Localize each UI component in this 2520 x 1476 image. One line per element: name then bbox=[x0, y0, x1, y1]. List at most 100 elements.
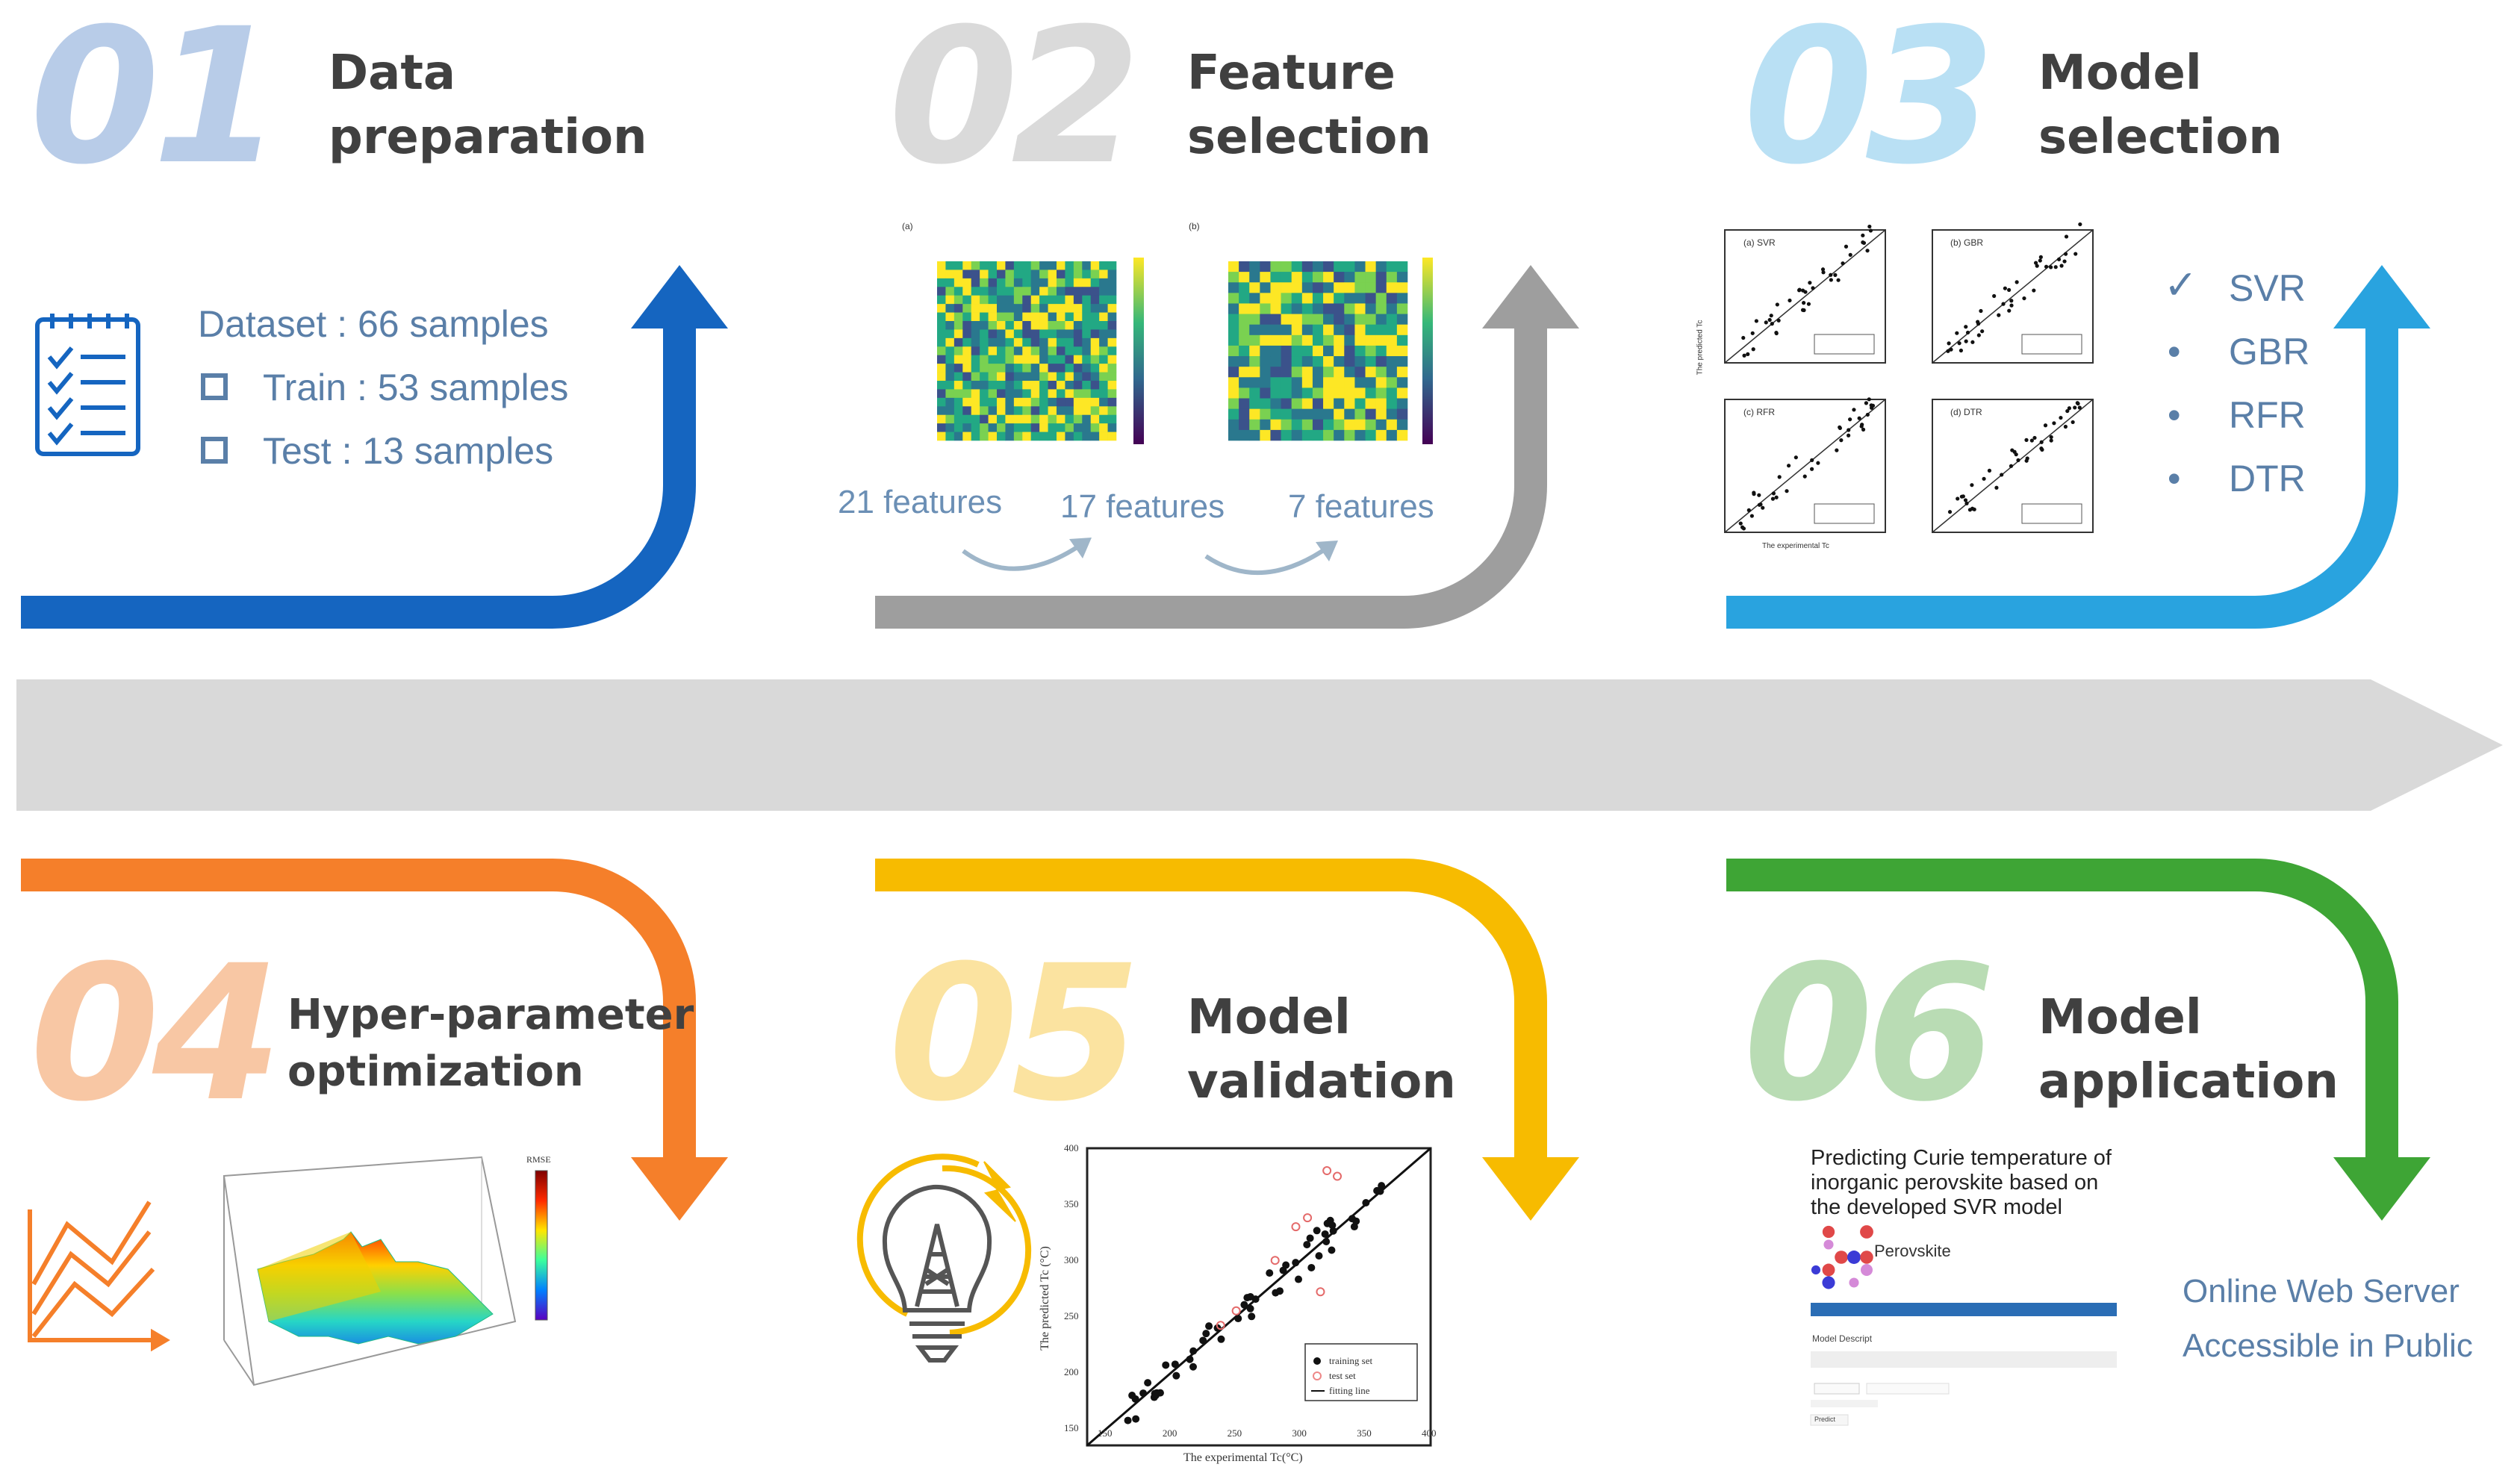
heatmap-cell bbox=[1270, 282, 1281, 293]
step4-title: Hyper-parameter optimization bbox=[287, 987, 694, 1100]
heatmap-cell bbox=[1013, 414, 1023, 424]
heatmap-cell bbox=[1312, 429, 1324, 441]
heatmap-cell bbox=[997, 321, 1006, 330]
heatmap-cell bbox=[1270, 367, 1281, 378]
heatmap-cell bbox=[1291, 387, 1303, 399]
heatmap-cell bbox=[1375, 408, 1387, 420]
heatmap-cell bbox=[1090, 397, 1100, 407]
model-plot-point bbox=[2003, 286, 2007, 290]
heatmap-cell bbox=[1030, 432, 1040, 441]
heatmap-cell bbox=[1270, 303, 1281, 314]
heatmap-cell bbox=[1065, 295, 1074, 305]
heatmap-cell bbox=[1239, 324, 1250, 336]
validation-xtick: 400 bbox=[1422, 1427, 1437, 1439]
heatmap-cell bbox=[1281, 261, 1292, 273]
heatmap-cell bbox=[980, 364, 989, 373]
heatmap-cell bbox=[1073, 414, 1083, 424]
heatmap-cell bbox=[1082, 355, 1092, 364]
heatmap-cell bbox=[1323, 387, 1334, 399]
heatmap-cell bbox=[1334, 419, 1345, 431]
heatmap-cell bbox=[1281, 345, 1292, 357]
heatmap-cell bbox=[1048, 261, 1057, 270]
heatmap-cell bbox=[988, 304, 998, 313]
heatmap-cell bbox=[1039, 321, 1048, 330]
heatmap-cell bbox=[1013, 389, 1023, 399]
heatmap-cell bbox=[1228, 367, 1239, 378]
heatmap-cell bbox=[1228, 408, 1239, 420]
model-plot-point bbox=[2039, 446, 2044, 451]
heatmap-cell bbox=[1396, 334, 1408, 346]
heatmap-cell bbox=[945, 414, 955, 424]
heatmap-cell bbox=[971, 372, 980, 382]
heatmap-cell bbox=[997, 364, 1006, 373]
heatmap-cell bbox=[1239, 261, 1250, 273]
heatmap-cell bbox=[1039, 381, 1048, 390]
heatmap-cell bbox=[1030, 278, 1040, 287]
heatmap-cell bbox=[945, 364, 955, 373]
model-plot-point bbox=[2077, 405, 2082, 410]
heatmap-cell bbox=[1065, 337, 1074, 347]
model-plot-point bbox=[1820, 267, 1826, 272]
training-point bbox=[1292, 1259, 1300, 1267]
heatmap-cell bbox=[1301, 429, 1313, 441]
heatmap-cell bbox=[1239, 419, 1250, 431]
heatmap-cell bbox=[1082, 329, 1092, 339]
heatmap-cell bbox=[953, 261, 963, 270]
heatmap-cell bbox=[1057, 304, 1065, 313]
heatmap-cell bbox=[1249, 272, 1260, 283]
model-plot-point bbox=[2043, 423, 2048, 428]
heatmap-cell bbox=[1107, 389, 1117, 399]
heatmap-cell bbox=[1365, 282, 1376, 293]
heatmap-cell bbox=[1099, 287, 1108, 296]
training-point bbox=[1132, 1415, 1140, 1423]
heatmap-cell bbox=[1239, 356, 1250, 367]
clipboard-icon bbox=[35, 314, 140, 456]
heatmap-cell bbox=[1048, 329, 1057, 339]
atom-dot bbox=[1860, 1251, 1873, 1264]
heatmap-cell bbox=[1099, 312, 1108, 322]
model-plot-point bbox=[2073, 252, 2078, 256]
heatmap-cell bbox=[1057, 346, 1065, 356]
heatmap-cell bbox=[1107, 295, 1117, 305]
heatmap-cell bbox=[1260, 356, 1271, 367]
training-point bbox=[1328, 1221, 1337, 1230]
heatmap-cell bbox=[1030, 337, 1040, 347]
heatmap-cell bbox=[1375, 324, 1387, 336]
trend-chart-icon bbox=[28, 1201, 170, 1352]
heatmap-cell bbox=[937, 261, 946, 270]
heatmap-cell bbox=[1249, 377, 1260, 388]
heatmap-cell bbox=[1239, 272, 1250, 283]
atom-dot bbox=[1847, 1251, 1861, 1264]
heatmap-cell bbox=[971, 397, 980, 407]
model-gbr: GBR bbox=[2229, 331, 2310, 373]
heatmap-cell bbox=[1048, 295, 1057, 305]
legend-test-set: test set bbox=[1329, 1370, 1356, 1381]
heatmap-cell bbox=[1301, 408, 1313, 420]
model-plot-point bbox=[2032, 288, 2036, 293]
heatmap-cell bbox=[1228, 334, 1239, 346]
heatmap-cell bbox=[1281, 272, 1292, 283]
heatmap-cell bbox=[1281, 408, 1292, 420]
heatmap-cell bbox=[1228, 261, 1239, 273]
heatmap-cell bbox=[1030, 261, 1040, 270]
heatmap-cell bbox=[962, 270, 972, 279]
model-plot-point bbox=[1860, 423, 1864, 427]
heatmap-cell bbox=[1249, 367, 1260, 378]
heatmap-a bbox=[937, 258, 1144, 444]
heatmap-cell bbox=[945, 406, 955, 416]
heatmap-cell bbox=[1073, 364, 1083, 373]
model-plot-point bbox=[1750, 331, 1755, 335]
heatmap-cell bbox=[1099, 432, 1108, 441]
heatmap-cell bbox=[1039, 312, 1048, 322]
heatmap-cell bbox=[1022, 321, 1032, 330]
heatmap-cell bbox=[1022, 304, 1032, 313]
heatmap-cell bbox=[1082, 261, 1092, 270]
heatmap-cell bbox=[971, 406, 980, 416]
heatmap-cell bbox=[937, 321, 946, 330]
model-plot-point bbox=[1867, 397, 1871, 402]
model-plot-point bbox=[1987, 468, 1992, 473]
model-plot-point bbox=[2007, 287, 2012, 292]
heatmap-cell bbox=[1323, 429, 1334, 441]
model-plot-point bbox=[2039, 440, 2044, 444]
app-predict-button[interactable]: Predict bbox=[1814, 1416, 1836, 1423]
